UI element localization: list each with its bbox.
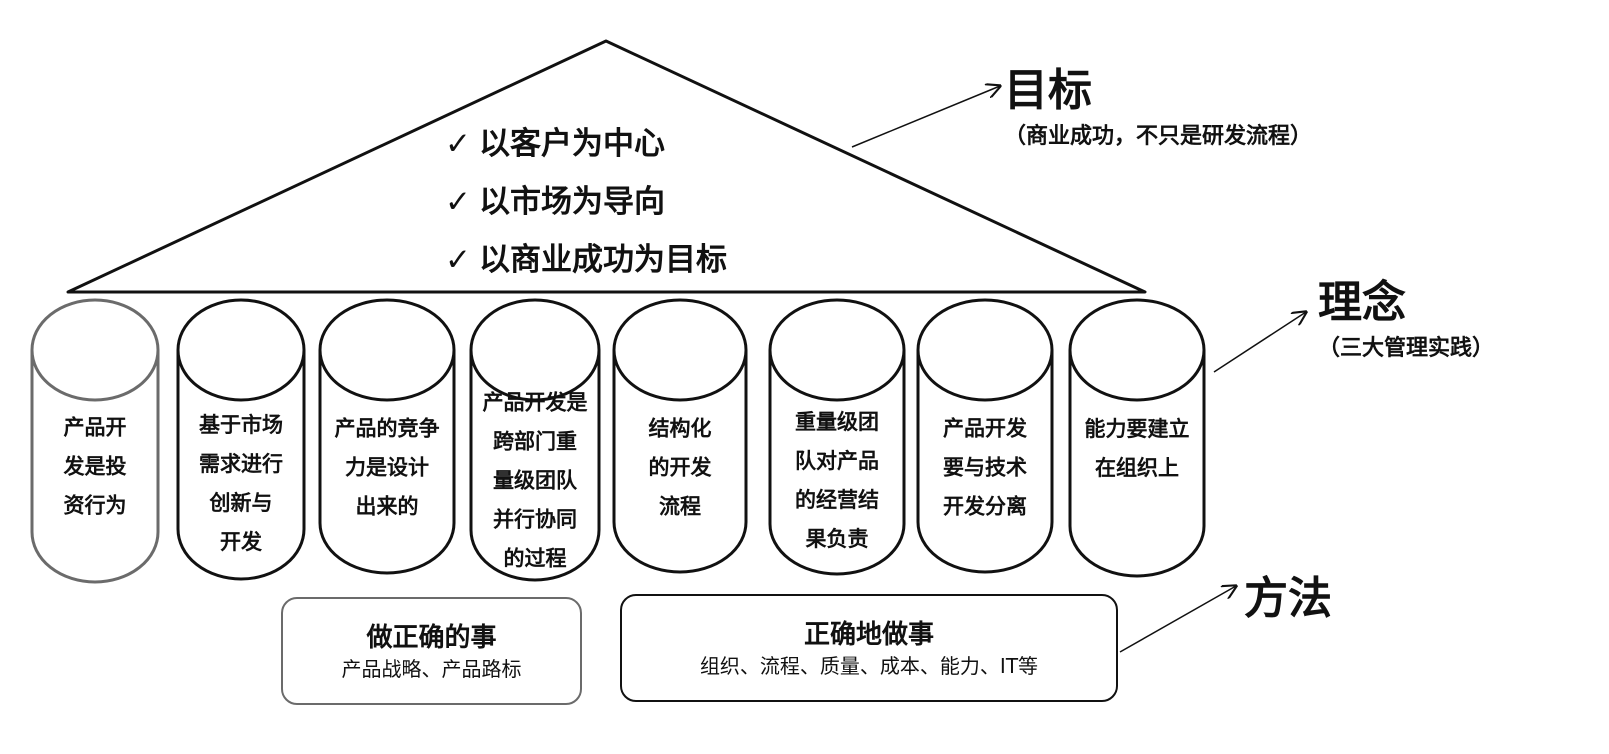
pillar-label-6: 重量级团 队对产品 的经营结 果负责	[795, 410, 879, 551]
pillar-3	[318, 298, 456, 575]
foundation-left-subtitle: 产品战略、产品路标	[341, 657, 522, 681]
pillar-body	[1068, 298, 1206, 578]
pillar-rim	[916, 349, 1054, 402]
roof-point-market: ✓以市场为导向	[445, 184, 665, 220]
pillar-rim	[612, 349, 748, 402]
goal-subtitle: （商业成功，不只是研发流程）	[1004, 124, 1313, 149]
pillar-rim	[768, 349, 906, 402]
goal-title: 目标	[1004, 65, 1092, 116]
pillar-body	[469, 298, 601, 582]
pillar-4	[469, 298, 601, 582]
pillar-body	[318, 298, 456, 575]
pillar-8	[1068, 298, 1206, 578]
pillar-rim	[469, 349, 601, 402]
pillar-rim	[176, 349, 306, 402]
pillar-label-2: 基于市场 需求进行 创新与 开发	[199, 413, 283, 554]
pillar-2	[176, 298, 306, 581]
method-title: 方法	[1244, 573, 1332, 624]
pillar-label-3: 产品的竞争 力是设计 出来的	[334, 416, 440, 519]
foundation-box-do-things-right: 正确地做事 组织、流程、质量、成本、能力、IT等	[620, 594, 1118, 702]
pillar-5	[612, 298, 748, 574]
concept-subtitle: （三大管理实践）	[1318, 336, 1495, 361]
check-icon: ✓	[445, 184, 471, 220]
pillar-rim	[30, 349, 160, 402]
pillar-label-1: 产品开 发是投 资行为	[63, 415, 127, 518]
pillar-body	[612, 298, 748, 574]
pillar-rim	[318, 349, 456, 402]
pillar-body	[30, 298, 160, 584]
pillar-1	[30, 298, 160, 584]
pillars-group	[30, 298, 1206, 584]
foundation-box-do-right-things: 做正确的事 产品战略、产品路标	[281, 597, 582, 705]
pillar-label-4: 产品开发是 跨部门重 量级团队 并行协同 的过程	[482, 390, 588, 571]
pillar-rim	[1068, 349, 1206, 402]
pillar-body	[176, 298, 306, 581]
pillar-body	[768, 298, 906, 576]
roof-point-business: ✓以商业成功为目标	[445, 242, 727, 278]
pillar-label-8: 能力要建立 在组织上	[1084, 417, 1190, 480]
check-icon: ✓	[445, 126, 471, 162]
foundation-right-subtitle: 组织、流程、质量、成本、能力、IT等	[699, 654, 1039, 678]
roof-point-customer: ✓以客户为中心	[445, 126, 665, 162]
foundation-left-title: 做正确的事	[366, 623, 497, 653]
pillar-6	[768, 298, 906, 576]
method-arrow	[1119, 586, 1236, 653]
goal-arrow	[851, 86, 1000, 148]
pillar-label-5: 结构化 的开发 流程	[648, 416, 712, 519]
pillar-label-7: 产品开发 要与技术 开发分离	[943, 416, 1027, 519]
concept-title: 理念	[1318, 277, 1406, 328]
pillar-body	[916, 298, 1054, 574]
pillar-7	[916, 298, 1054, 574]
foundation-right-title: 正确地做事	[803, 620, 934, 650]
roof-triangle	[66, 39, 1147, 294]
concept-arrow	[1213, 312, 1306, 373]
check-icon: ✓	[445, 242, 471, 278]
